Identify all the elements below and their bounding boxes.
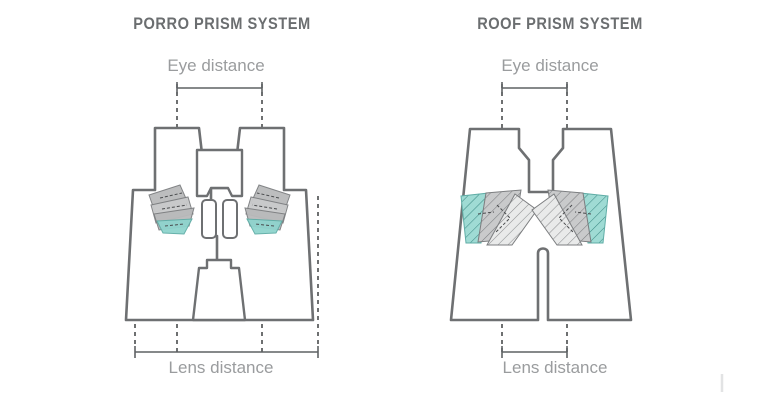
roof-left-prism-ray: [477, 204, 511, 233]
roof-body-outline: [449, 127, 633, 322]
porro-right-prism-assembly: [244, 184, 291, 235]
porro-left-prism-assembly: [148, 184, 195, 235]
roof-lens-distance-dimension: [501, 346, 568, 358]
roof-system-title: ROOF PRISM SYSTEM: [477, 14, 643, 33]
roof-prism-panel: [449, 82, 633, 358]
roof-left-prism-gray-lower: [486, 193, 538, 246]
roof-right-prism-ray: [558, 204, 592, 233]
porro-right-prism-teal: [246, 218, 283, 235]
porro-eye-distance-label: Eye distance: [167, 56, 265, 75]
porro-lens-distance-label: Lens distance: [168, 358, 274, 377]
porro-focus-bar-right: [222, 199, 238, 239]
porro-bridge-top: [195, 148, 244, 198]
porro-left-prism-ray: [159, 192, 188, 227]
roof-right-prism-gray-lower: [531, 193, 583, 246]
porro-bridge-bottom: [191, 258, 247, 322]
porro-right-prism-ray: [251, 192, 280, 227]
porro-lens-distance-dimension: [134, 346, 319, 358]
porro-prism-panel: [124, 82, 319, 358]
roof-eye-distance-dimension: [501, 82, 568, 94]
roof-left-prism-assembly: [460, 189, 538, 246]
porro-eye-distance-dimension: [176, 82, 263, 94]
porro-left-prism-teal: [156, 218, 193, 235]
roof-right-prism-assembly: [531, 189, 609, 246]
roof-eye-distance-label: Eye distance: [501, 56, 599, 75]
roof-lens-distance-label: Lens distance: [502, 358, 608, 377]
porro-focus-bar-left: [201, 199, 217, 239]
porro-system-title: PORRO PRISM SYSTEM: [133, 14, 311, 33]
